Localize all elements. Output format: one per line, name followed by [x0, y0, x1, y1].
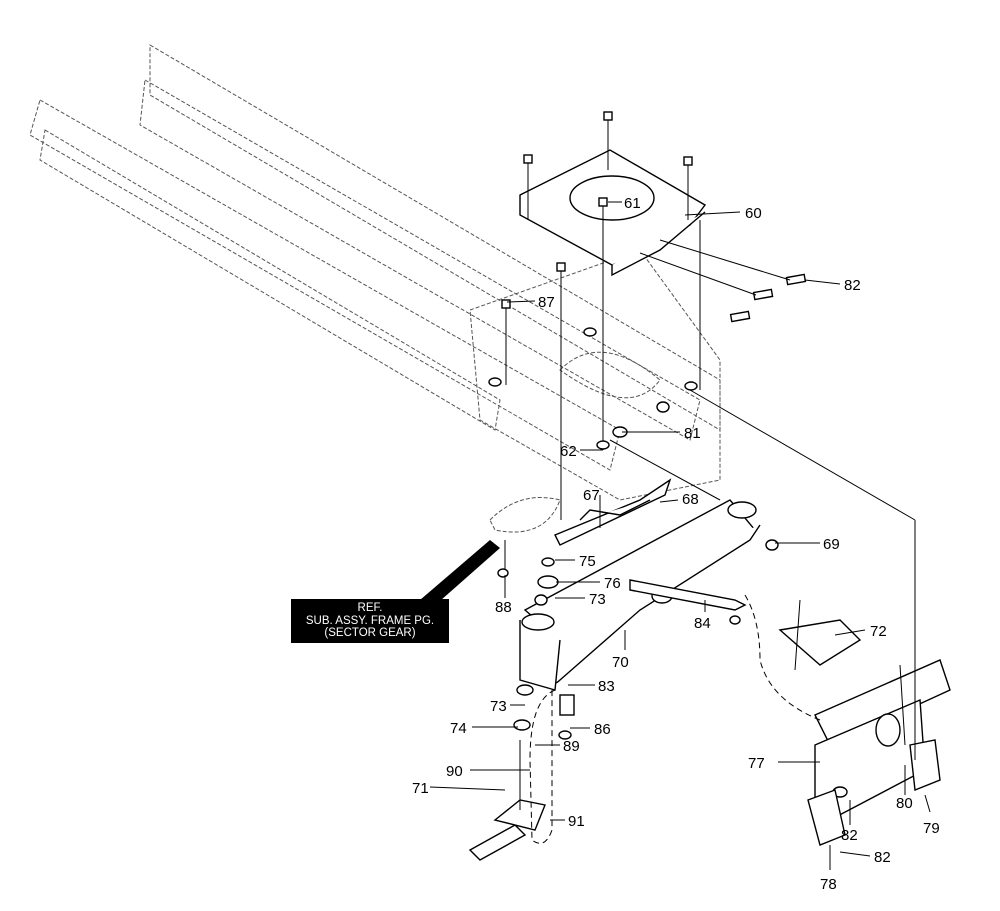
callout-61: 61 [624, 195, 641, 212]
reference-line-3: (SECTOR GEAR) [324, 627, 416, 639]
callout-82a: 82 [844, 277, 861, 294]
callout-80: 80 [896, 795, 913, 812]
washers [488, 327, 698, 450]
callout-77: 77 [748, 755, 765, 772]
callout-89: 89 [563, 738, 580, 755]
callout-73a: 73 [589, 591, 606, 608]
hardware [497, 539, 941, 846]
frame-rails-ghost [29, 44, 721, 533]
callout-91: 91 [568, 813, 585, 830]
callout-82b: 82 [841, 827, 858, 844]
callout-69: 69 [823, 536, 840, 553]
callout-90: 90 [446, 763, 463, 780]
callout-83: 83 [598, 678, 615, 695]
callout-73b: 73 [490, 698, 507, 715]
callout-70: 70 [612, 654, 629, 671]
callout-71: 71 [412, 780, 429, 797]
reference-arrow [420, 540, 500, 608]
reference-line-2: SUB. ASSY. FRAME PG. [305, 614, 435, 627]
spindle-left [468, 740, 546, 861]
plate-bolts [501, 111, 693, 520]
callout-75: 75 [579, 553, 596, 570]
leader-lines [429, 201, 931, 870]
side-bolts [639, 220, 807, 390]
callout-67: 67 [583, 487, 600, 504]
mounting-plate [519, 149, 707, 277]
spindle-right [778, 599, 862, 671]
callout-84: 84 [694, 615, 711, 632]
callout-62: 62 [560, 443, 577, 460]
callout-79: 79 [923, 820, 940, 837]
callout-82c: 82 [874, 849, 891, 866]
assembly-lines [504, 389, 916, 844]
callout-labels: 60 61 62 67 68 69 70 71 72 73 73 74 75 7… [412, 195, 940, 893]
front-axle [519, 499, 761, 691]
callout-81: 81 [684, 425, 701, 442]
callout-68: 68 [682, 491, 699, 508]
callout-72: 72 [870, 623, 887, 640]
reference-label: REF. SUB. ASSY. FRAME PG. (SECTOR GEAR) [291, 599, 449, 643]
callout-87: 87 [538, 294, 555, 311]
callout-88: 88 [495, 599, 512, 616]
drag-link [554, 478, 672, 546]
callout-74: 74 [450, 720, 467, 737]
callout-78: 78 [820, 876, 837, 893]
reference-line-1: REF. [357, 602, 383, 614]
tie-rod [629, 579, 747, 611]
callout-76: 76 [604, 575, 621, 592]
callout-60: 60 [745, 205, 762, 222]
callout-86: 86 [594, 721, 611, 738]
